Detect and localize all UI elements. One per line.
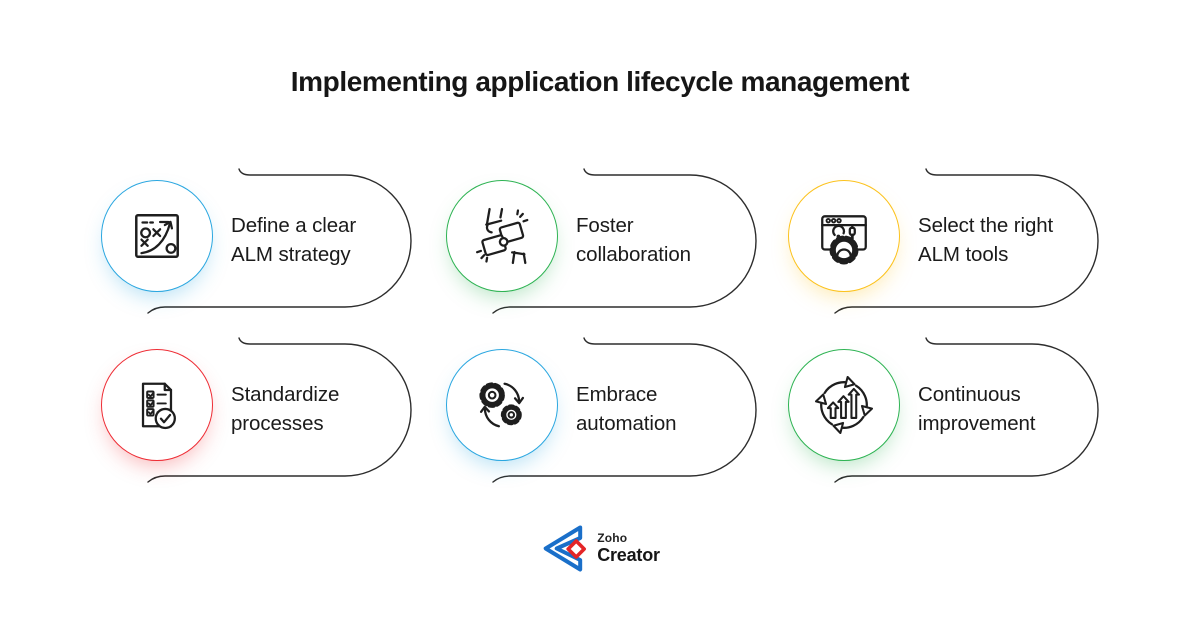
- step-icon-circle: [788, 349, 900, 461]
- brand-name-zoho: Zoho: [597, 531, 628, 545]
- capsule-outline: [147, 337, 412, 483]
- step-icon-circle: [446, 180, 558, 292]
- zoho-creator-logo-icon: [543, 525, 586, 572]
- checklist-icon: [141, 382, 176, 430]
- step-icon-circle: [446, 349, 558, 461]
- gears-automation-icon: [479, 382, 525, 428]
- brand-footer: Zoho Creator: [540, 523, 660, 573]
- step-label: Embrace automation: [576, 383, 677, 435]
- tools-window-icon: [821, 215, 867, 265]
- step-icon-circle: [788, 180, 900, 292]
- puzzle-collaboration-icon: [476, 207, 529, 265]
- page-title: Implementing application lifecycle manag…: [290, 66, 910, 97]
- capsule-outline: [834, 337, 1099, 483]
- capsule-outline: [834, 168, 1099, 314]
- capsule-outline: [492, 168, 757, 314]
- step-card-select-alm-tools: Select the right ALM tools: [774, 165, 1114, 315]
- step-card-continuous-improvement: Continuous improvement: [774, 334, 1114, 484]
- growth-cycle-icon: [815, 376, 873, 434]
- step-label: Foster collaboration: [576, 214, 691, 266]
- step-label: Select the right ALM tools: [918, 214, 1054, 266]
- strategy-board-icon: [135, 214, 179, 258]
- step-card-foster-collaboration: Foster collaboration: [432, 165, 772, 315]
- step-icon-circle: [101, 349, 213, 461]
- capsule-outline: [492, 337, 757, 483]
- step-label: Continuous improvement: [918, 383, 1036, 435]
- step-label: Standardize processes: [231, 383, 340, 435]
- step-label: Define a clear ALM strategy: [231, 214, 357, 266]
- brand-wordmark: Zoho Creator: [597, 531, 660, 565]
- capsule-outline: [147, 168, 412, 314]
- step-card-embrace-automation: Embrace automation: [432, 334, 772, 484]
- step-card-define-alm-strategy: Define a clear ALM strategy: [87, 165, 427, 315]
- step-card-standardize-processes: Standardize processes: [87, 334, 427, 484]
- brand-name-creator: Creator: [597, 545, 660, 565]
- step-icon-circle: [101, 180, 213, 292]
